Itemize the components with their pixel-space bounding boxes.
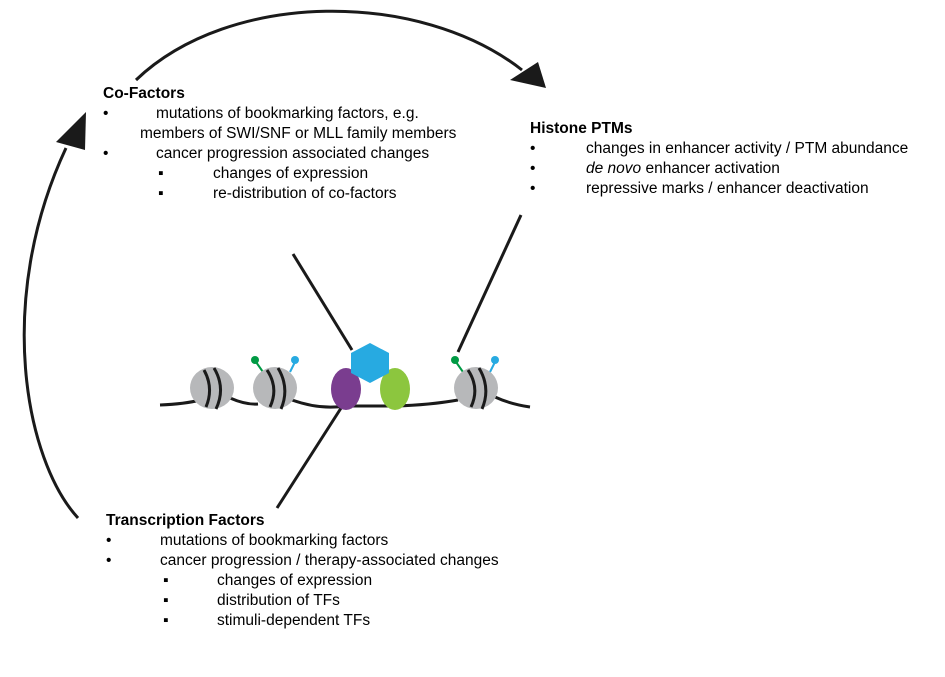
- list-item: • mutations of bookmarking factors: [106, 532, 389, 549]
- arrow-tf-to-cofactors: [22, 147, 80, 520]
- nucleosome-marked: [251, 356, 299, 410]
- list-item: • changes in enhancer activity / PTM abu…: [530, 140, 909, 157]
- transcription-factors-title: Transcription Factors: [106, 512, 265, 529]
- transcription-factor-purple: [331, 368, 361, 410]
- green-mark-icon: [251, 356, 259, 364]
- transcription-factors-block: Transcription Factors • mutations of boo…: [106, 511, 499, 631]
- arrowhead-cofactors: [56, 112, 86, 150]
- nucleosome-marked: [451, 356, 499, 410]
- nucleosome: [190, 367, 234, 410]
- blue-mark-icon: [291, 356, 299, 364]
- cofactors-title: Co-Factors: [103, 85, 185, 102]
- blue-mark-icon: [491, 356, 499, 364]
- arrow-cofactors-to-histone: [134, 9, 523, 82]
- sub-list-item: ▪ re-distribution of co-factors: [158, 185, 397, 202]
- sub-list-item: ▪ distribution of TFs: [163, 592, 340, 609]
- transcription-factor-green: [380, 368, 410, 410]
- dna-strand: [159, 395, 531, 409]
- list-item: • mutations of bookmarking factors, e.g.: [103, 105, 419, 122]
- connector-histone: [456, 214, 523, 353]
- list-item: • repressive marks / enhancer deactivati…: [530, 180, 869, 197]
- list-item-continuation: members of SWI/SNF or MLL family members: [140, 125, 457, 142]
- sub-list-item: ▪ changes of expression: [158, 165, 369, 182]
- green-mark-icon: [451, 356, 459, 364]
- list-item: • de novo enhancer activation: [530, 160, 780, 177]
- list-item: • cancer progression associated changes: [103, 145, 430, 162]
- histone-ptms-block: Histone PTMs • changes in enhancer activ…: [530, 119, 909, 199]
- arrowhead-histone: [510, 62, 546, 88]
- italic-text: de novo: [586, 160, 642, 177]
- histone-ptms-title: Histone PTMs: [530, 120, 633, 137]
- connector-cofactors: [291, 253, 354, 351]
- connector-tf: [275, 404, 345, 509]
- cofactor-hexagon: [351, 343, 389, 383]
- cofactors-block: Co-Factors • mutations of bookmarking fa…: [103, 84, 457, 204]
- sub-list-item: ▪ changes of expression: [163, 572, 373, 589]
- sub-list-item: ▪ stimuli-dependent TFs: [163, 612, 371, 629]
- list-item: • cancer progression / therapy-associate…: [106, 552, 499, 569]
